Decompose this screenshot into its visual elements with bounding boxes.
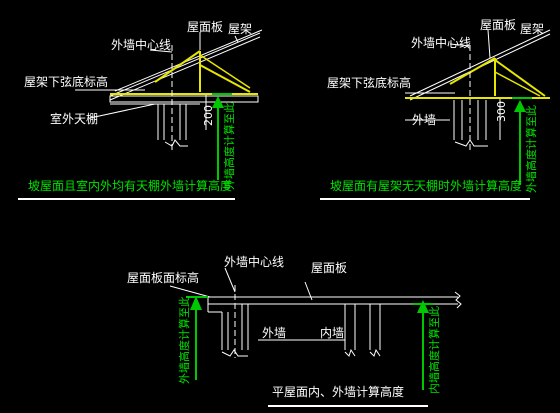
ceiling-band (109, 95, 259, 103)
d1-vertical-label: 外墙高度计算至此 (222, 102, 236, 190)
leader-ceiling (89, 103, 156, 119)
d2-vertical-label: 外墙高度计算至此 (524, 105, 538, 193)
leader-slab-top (169, 285, 211, 298)
d3-interior-wall-label: 内墙 (320, 326, 344, 340)
d1-truss-bottom-label: 屋架下弦底标高 (24, 74, 108, 89)
diagram-2 (405, 29, 551, 185)
int-height-arrow-head (417, 300, 429, 313)
d2-truss-label: 屋架 (520, 22, 544, 36)
leader-truss (234, 35, 239, 43)
d2-truss-bottom-label: 屋架下弦底标高 (327, 75, 411, 90)
d1-caption: 坡屋面且室内外均有天棚外墙计算高度 (28, 178, 232, 193)
leader-centerline (449, 43, 471, 47)
break-right (454, 291, 462, 309)
d1-roof-panel-label: 屋面板 (187, 20, 223, 34)
d3-roof-panel-label: 屋面板 (311, 261, 347, 275)
d1-wall-centerline-label: 外墙中心线 (111, 37, 171, 52)
leader-centerline (224, 267, 236, 293)
d2-exterior-wall-label: 外墙 (412, 113, 436, 127)
d3-caption: 平屋面内、外墙计算高度 (272, 384, 404, 399)
d3-vertical-label-left: 外墙高度计算至此 (177, 296, 191, 384)
leader-roof-panel (304, 281, 313, 301)
diagram-3 (169, 267, 462, 390)
truss-top-chord (154, 50, 201, 83)
d3-wall-centerline-label: 外墙中心线 (224, 254, 284, 269)
d2-roof-panel-label: 屋面板 (480, 18, 516, 32)
break-right-wall (369, 348, 381, 357)
diagram-1 (75, 29, 263, 180)
d2-wall-centerline-label: 外墙中心线 (411, 35, 471, 50)
break-symbol (164, 139, 188, 147)
height-arrow-head (514, 100, 526, 112)
d2-dim-300: 300 (495, 101, 508, 122)
d2-caption: 坡屋面有屋架无天棚时外墙计算高度 (330, 178, 522, 193)
roof-slope-upper (109, 32, 261, 97)
break-int-wall (344, 348, 356, 357)
ext-height-arrow-head (190, 296, 202, 310)
d3-exterior-wall-label: 外墙 (262, 326, 286, 340)
truss-diagonal-2 (494, 71, 541, 97)
leader-centerline (149, 49, 173, 53)
truss-diagonal (199, 64, 251, 93)
height-arrow-head (212, 96, 224, 108)
break-ext-wall (221, 349, 248, 357)
d3-slab-top-label: 屋面板面标高 (127, 270, 199, 285)
d1-outdoor-ceiling-label: 室外天棚 (50, 111, 98, 126)
d1-truss-label: 屋架 (228, 22, 252, 36)
break-symbol (454, 139, 488, 147)
d1-dim-200: 200 (202, 105, 215, 126)
truss-diagonal-2 (199, 54, 251, 89)
leader-roof-panel (487, 29, 491, 59)
truss-top-chord (449, 57, 496, 85)
roof-slope-upper (409, 29, 551, 97)
d3-vertical-label-right: 内墙高度计算至此 (427, 306, 441, 394)
truss-diagonal (494, 59, 546, 97)
